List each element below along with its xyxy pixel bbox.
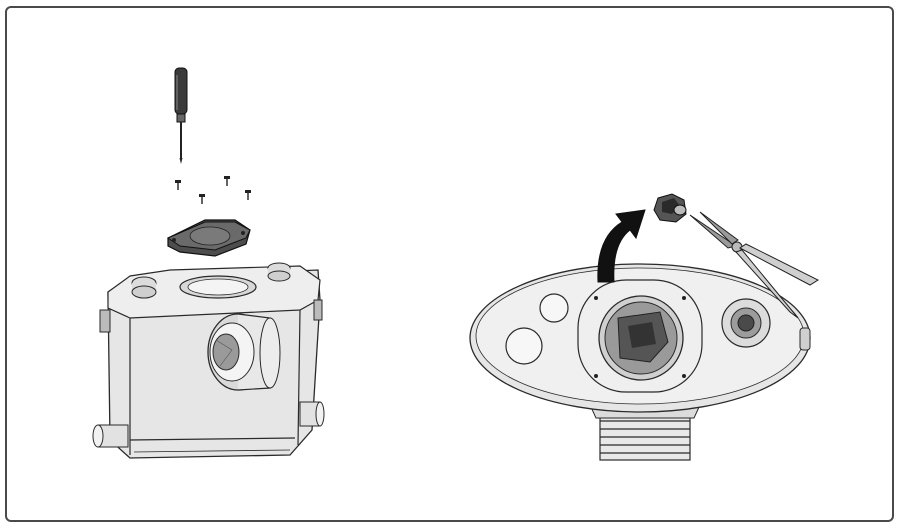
screwdriver-icon: [174, 67, 188, 164]
threaded-outlet-icon: [589, 404, 701, 461]
valve-part-icon: [653, 193, 687, 223]
inlet-port-icon: [207, 313, 281, 391]
pliers-icon: [689, 211, 820, 319]
pump-top-icon: [469, 263, 811, 461]
cover-plate-icon: [166, 219, 251, 257]
pump-unit-icon: [92, 262, 325, 459]
removal-arrow-icon: [597, 209, 646, 283]
screw-icon: [175, 176, 251, 204]
